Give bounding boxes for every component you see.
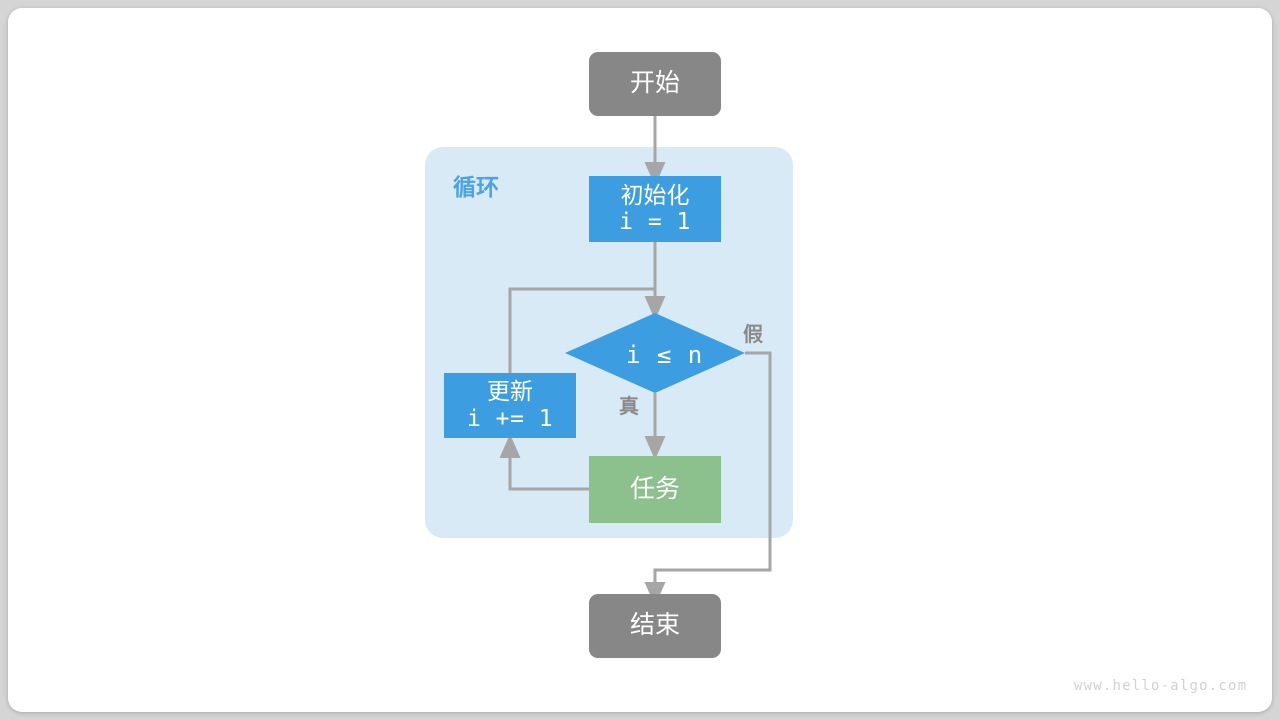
edge-condition-false-to-end: [644, 351, 772, 606]
loop-container-label: 循环: [453, 174, 499, 200]
diagram-canvas: 循环 开始 初始化 i = 1 i ≤ n: [8, 8, 1272, 712]
node-task[interactable]: 任务: [589, 456, 721, 523]
edges-layer: [499, 116, 772, 606]
node-condition-label: i ≤ n: [626, 341, 704, 369]
node-start[interactable]: 开始: [589, 52, 721, 116]
node-init[interactable]: 初始化 i = 1: [589, 176, 721, 242]
edge-task-to-update: [499, 434, 589, 491]
edge-label-false: 假: [743, 324, 763, 346]
condition-diamond: [565, 313, 745, 393]
node-update[interactable]: 更新 i += 1: [444, 373, 576, 438]
node-end-label: 结束: [629, 611, 680, 640]
node-task-label: 任务: [629, 474, 680, 503]
node-start-label: 开始: [629, 69, 680, 98]
node-init-label-line2: i = 1: [619, 209, 691, 235]
watermark: www.hello-algo.com: [1074, 678, 1248, 694]
edge-label-true: 真: [619, 396, 639, 418]
node-update-label-line1: 更新: [487, 378, 533, 405]
node-init-label-line1: 初始化: [620, 181, 690, 208]
edge-update-to-condition: [508, 287, 655, 373]
node-update-label-line2: i += 1: [466, 405, 554, 432]
node-end[interactable]: 结束: [589, 594, 721, 658]
